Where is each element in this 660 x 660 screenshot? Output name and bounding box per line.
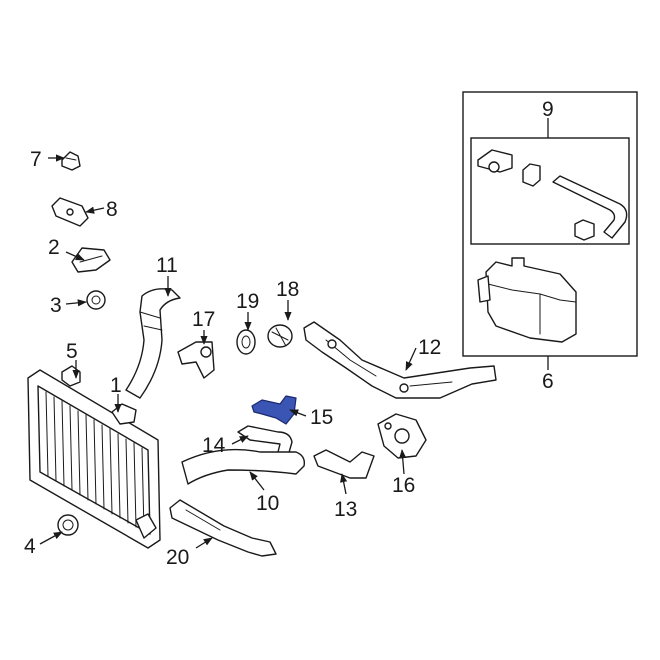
- hose-clamp-lower[interactable]: [574, 219, 595, 241]
- callout-9: 9: [542, 98, 554, 121]
- callout-16: 16: [392, 474, 415, 497]
- callout-5: 5: [66, 340, 78, 363]
- radiator-cap-part-4[interactable]: [57, 514, 79, 536]
- support-bracket-part-2[interactable]: [71, 247, 111, 273]
- callout-10: 10: [256, 492, 279, 515]
- thermostat-part-18[interactable]: [267, 324, 293, 348]
- hose-clamp-upper[interactable]: [522, 163, 541, 187]
- cushion-part-3[interactable]: [86, 290, 106, 310]
- highlighted-hose-part-15[interactable]: [251, 395, 297, 425]
- callout-7: 7: [30, 148, 42, 171]
- reservoir-cap-bracket[interactable]: [477, 149, 513, 173]
- lower-radiator-hose[interactable]: [181, 448, 306, 485]
- water-pipe-part-20[interactable]: [169, 499, 277, 557]
- bypass-hose-part-14[interactable]: [237, 425, 293, 457]
- callout-18: 18: [276, 278, 299, 301]
- callout-1: 1: [110, 374, 122, 397]
- reservoir-group-box: [462, 91, 638, 357]
- callout-19: 19: [236, 290, 259, 313]
- mounting-bracket-part-8[interactable]: [51, 197, 89, 227]
- water-inlet-housing-part-16[interactable]: [377, 413, 427, 459]
- upper-radiator-hose[interactable]: [125, 288, 181, 399]
- callout-13: 13: [334, 498, 357, 521]
- drain-plug-part-7[interactable]: [61, 151, 81, 171]
- callout-numbers: 7 8 2 3 5 1 4 11 17 19 18 12 15 14 10 13…: [24, 98, 554, 569]
- callout-12: 12: [418, 336, 441, 359]
- callout-3: 3: [50, 294, 62, 317]
- callout-2: 2: [48, 236, 60, 259]
- callout-17: 17: [192, 308, 215, 331]
- callout-11: 11: [156, 254, 178, 277]
- callout-6: 6: [542, 370, 554, 393]
- water-bypass-pipe[interactable]: [303, 321, 497, 399]
- callout-15: 15: [310, 406, 333, 429]
- reservoir-hose-kit-box: [470, 137, 630, 245]
- callout-20: 20: [166, 546, 189, 569]
- coolant-reservoir-tank[interactable]: [477, 257, 577, 343]
- callout-14: 14: [202, 434, 226, 457]
- gasket-part-19[interactable]: [236, 329, 256, 355]
- callout-4: 4: [24, 535, 36, 558]
- leader-lines: [39, 118, 549, 549]
- water-outlet-part-17[interactable]: [177, 341, 215, 379]
- reservoir-overflow-hose[interactable]: [552, 175, 628, 239]
- hose-part-13[interactable]: [313, 449, 375, 479]
- callout-8: 8: [106, 198, 118, 221]
